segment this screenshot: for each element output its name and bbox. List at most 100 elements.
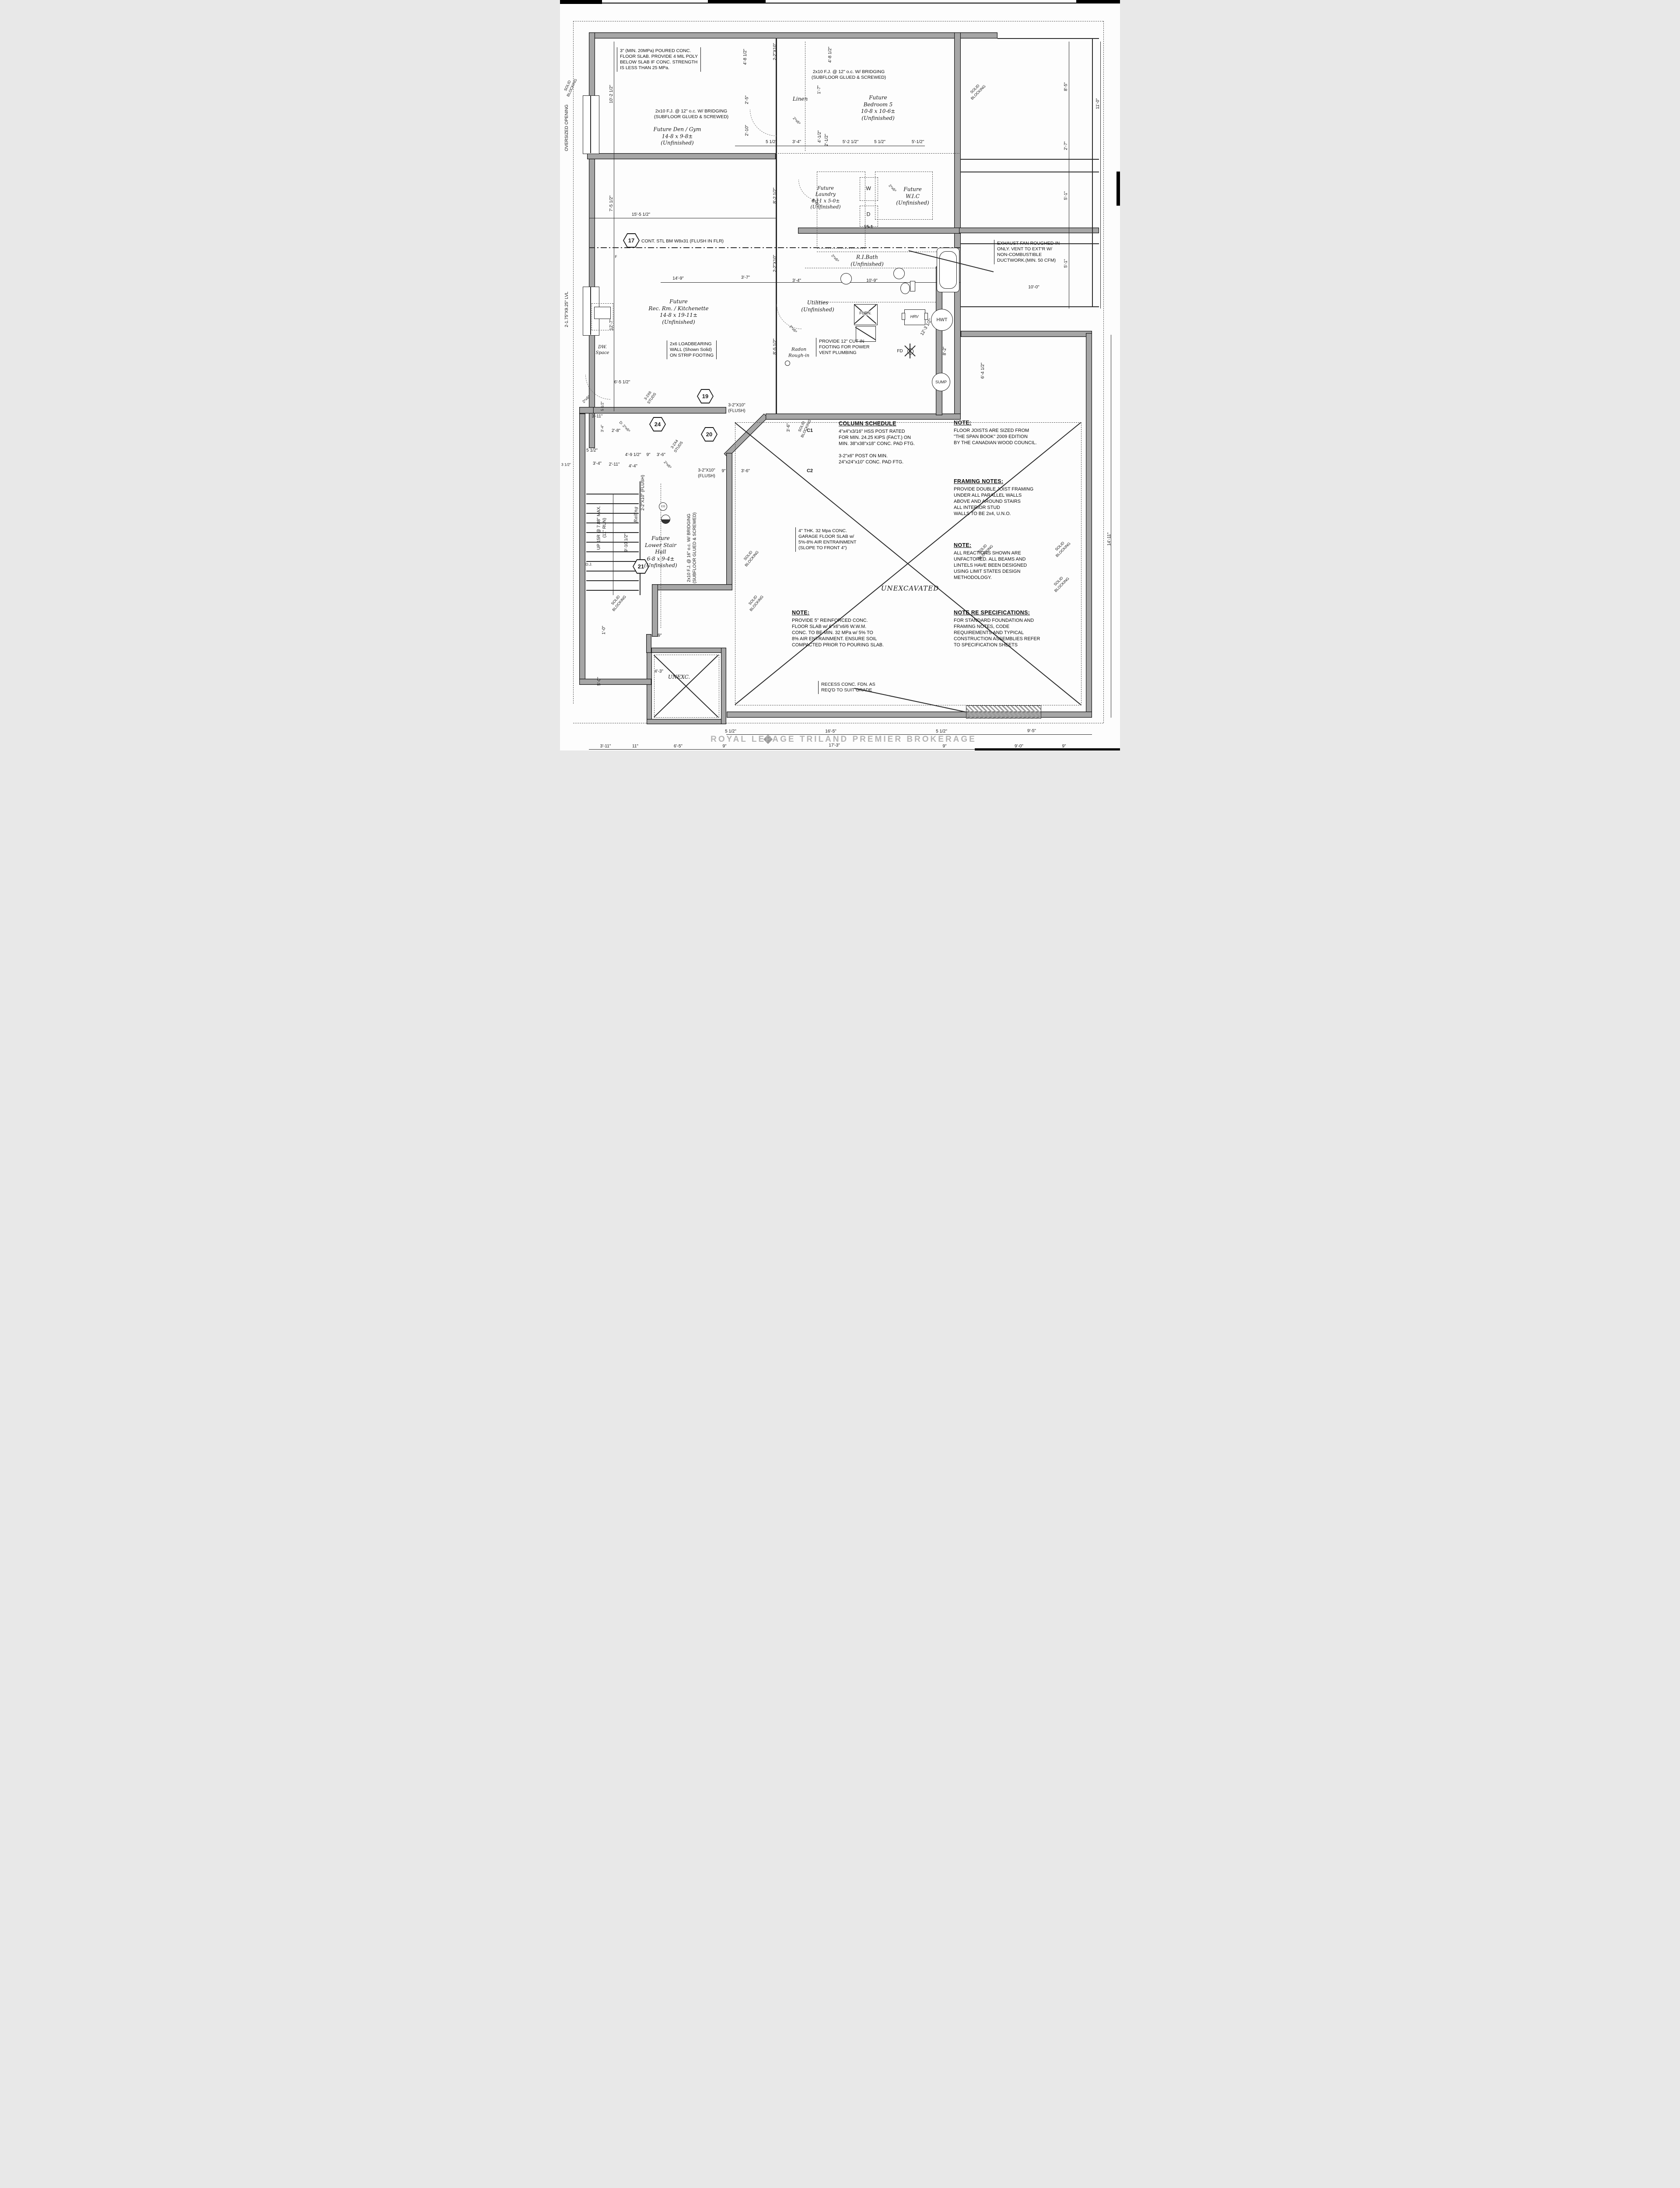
dimension-label: 4'-8 1/2" [742, 49, 748, 65]
door-size-label: 2⁸x6⁸ [830, 253, 840, 263]
door-arc [750, 109, 777, 136]
beam-marker-20: 20 [701, 427, 718, 442]
wall [579, 414, 585, 685]
note-recess: RECESS CONC. FDN. AS REQ'D TO SUIT GRADE [818, 681, 875, 694]
dimension-label: 2'-11" [609, 462, 620, 467]
wall [647, 648, 652, 724]
dimension-label: 3'-4" [600, 424, 605, 432]
dimension-label: 5 1/2" [766, 139, 777, 144]
dimension-label: 5 1/2" [600, 401, 605, 411]
dimension-label: 5'-0" [596, 677, 602, 686]
flush-beam-label: 2-2"X10" (FLUSH) [640, 475, 645, 511]
column-marker-c2: C2 [806, 468, 813, 474]
dimension-label: 8'-2" [942, 347, 947, 355]
beam-centerline [589, 247, 961, 248]
equip-label-furn: FURN. [859, 311, 872, 316]
dimension-label: 11'-0" [1095, 98, 1100, 109]
dryer-box [860, 206, 878, 227]
toilet-bowl [900, 283, 910, 294]
dimension-label: 5 1/2" [725, 729, 736, 734]
footing-unexc [654, 655, 719, 718]
exhaust-fan [893, 268, 905, 279]
dimension-label: 2'-10" [744, 125, 749, 136]
column-marker-c1: C1 [806, 428, 813, 434]
dimension-label: 3'-6" [786, 423, 791, 432]
wall [647, 719, 726, 724]
beam-marker-24: 24 [649, 417, 666, 431]
dimension-label: 9" [1062, 743, 1066, 749]
hrv-tab [924, 313, 928, 320]
equip-label-fd: FD [897, 348, 903, 354]
dimension-label: 2'-5" [744, 95, 749, 104]
sheet-edge [708, 0, 766, 4]
wall [579, 407, 594, 414]
dim-line [661, 282, 961, 283]
co-detector: CO [659, 502, 667, 511]
wall [587, 407, 726, 414]
joist16-note: 2x10 F.J. @ 16" o.c. W/ BRIDGING (SUBFLO… [686, 512, 697, 584]
dimension-label: 7'-5 1/2" [609, 195, 614, 212]
dimension-label: 11" [632, 743, 638, 749]
sheet-edge [560, 0, 602, 4]
sheet-edge [1076, 0, 1120, 3]
hwt-circle: HWT [931, 309, 953, 331]
dimension-label: 9'-0" [1015, 743, 1023, 749]
beam-label-20: 3-2"X10" (FLUSH) [698, 468, 715, 479]
wall [959, 228, 1099, 233]
door-size-label: 2⁸x6⁸ [663, 459, 673, 470]
note-block-slab5: NOTE:PROVIDE 5" REINFORCED CONC. FLOOR S… [792, 610, 884, 648]
note-cont-beam: CONT. STL BM W8x31 (FLUSH IN FLR) [641, 238, 724, 244]
dimension-label: 5'-1" [1063, 259, 1068, 268]
dimension-label: 5'-2 1/2" [842, 139, 859, 144]
dimension-label: 3 1/2" [561, 462, 571, 467]
dimension-label: 9" [942, 743, 947, 749]
dimension-label: 1'-7" [816, 85, 822, 94]
stair-tread [586, 542, 639, 543]
dimension-label: 9'-5" [1027, 728, 1036, 733]
dimension-label: 5'-1/2" [911, 139, 924, 144]
room-label-utilities: Utilities (Unfinished) [801, 299, 834, 312]
dimension-label: 3'-4" [792, 139, 801, 144]
dimension-label: 4'-9 1/2" [625, 452, 641, 457]
equip-label-washer: W [866, 185, 871, 192]
wall [726, 453, 732, 586]
washer-box [860, 177, 878, 201]
future-wall [776, 153, 961, 154]
line [961, 306, 1099, 307]
window-mullion [590, 287, 591, 335]
room-label-linen: Linen [792, 96, 808, 102]
dimension-label: 3'-4" [593, 461, 602, 466]
dimension-label: 5 1/2" [936, 729, 947, 734]
room-label-bedroom5: Future Bedroom 5 10-8 x 10-6± (Unfinishe… [861, 94, 896, 121]
dimension-label: 8'-5" [1063, 82, 1068, 91]
room-label-bath: R.I.Bath (Unfinished) [850, 254, 884, 267]
stair-tread [586, 532, 639, 533]
oversized-opening-label: OVERSIZED OPENING [564, 104, 569, 151]
dimension-label: 3'-11" [592, 414, 603, 419]
smoke-detector [661, 515, 670, 524]
door-size-label: 2⁸x6⁸ [792, 116, 802, 126]
tub-inner [939, 251, 957, 289]
room-label-unexcavated: UNEXCAVATED [881, 584, 939, 593]
footing-line [1103, 21, 1104, 723]
hrv-box [904, 309, 925, 325]
equip-label-hrv: HRV [910, 314, 919, 319]
stair-tread [586, 522, 639, 523]
blocking-label: SOLID BLOCKING [563, 78, 578, 98]
beam-label-vert-top: 2-2"X10" [772, 43, 777, 60]
blocking-label: SOLID BLOCKING [969, 83, 987, 101]
wall [647, 648, 726, 653]
dimension-label: 5 1/2" [874, 139, 886, 144]
line [1092, 38, 1093, 307]
wall [646, 634, 651, 653]
note-slab: 3" (MIN. 20MPa) POURED CONC. FLOOR SLAB.… [617, 47, 701, 72]
note-exhaust: EXHAUST FAN ROUGHED-IN ONLY. VENT TO EXT… [994, 240, 1060, 265]
note-block-specifications: NOTE RE SPECIFICATIONS:FOR STANDARD FOUN… [954, 610, 1040, 648]
stair-tread [586, 571, 639, 572]
dimension-label: 6'-5 1/2" [614, 379, 630, 385]
dimension-label: 4'-8 1/2" [827, 46, 833, 63]
studs-label: 3-2X4 STUDS [669, 438, 684, 453]
note-block-reactions: NOTE:ALL REACTIONS SHOWN ARE UNFACTORED.… [954, 542, 1027, 581]
floor-plan-sheet: HWT SUMP CO 17 19 20 21 24 C1 C2 Future … [560, 0, 1120, 750]
dimension-label: 2'-7" [1063, 141, 1068, 150]
